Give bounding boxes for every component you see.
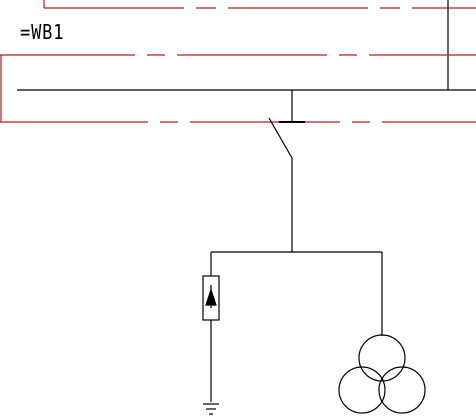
three-winding-transformer-icon [338, 334, 426, 414]
busbar-enclosure-boundary [0, 54, 476, 123]
surge-arrester-icon [202, 252, 220, 402]
upper-enclosure-boundary [43, 0, 476, 9]
busbar-tap [279, 90, 305, 123]
ground-icon [203, 403, 219, 415]
disconnector-switch-icon [268, 117, 293, 252]
busbar-label: =WB1 [20, 20, 65, 44]
